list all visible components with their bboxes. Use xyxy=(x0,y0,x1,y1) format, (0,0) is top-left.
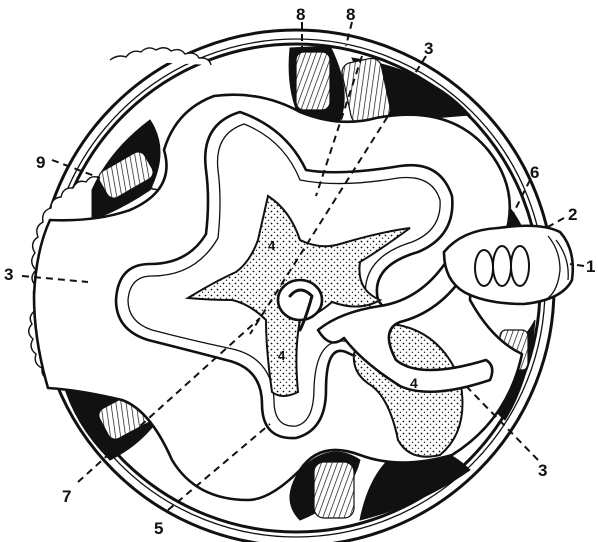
label-4-right: 4 xyxy=(410,375,418,391)
label-4-upper: 4 xyxy=(268,238,276,253)
label-9: 9 xyxy=(36,153,45,172)
label-5: 5 xyxy=(154,519,163,538)
madreporite xyxy=(444,226,573,304)
label-8-left: 8 xyxy=(296,5,305,24)
label-4-lower: 4 xyxy=(278,348,286,363)
label-8-right: 8 xyxy=(346,5,355,24)
label-3-bottom: 3 xyxy=(538,461,547,480)
label-7: 7 xyxy=(62,487,71,506)
label-3-top: 3 xyxy=(424,39,433,58)
label-2: 2 xyxy=(568,205,577,224)
label-6: 6 xyxy=(530,163,539,182)
label-1: 1 xyxy=(586,257,595,276)
label-3-left: 3 xyxy=(4,265,13,284)
